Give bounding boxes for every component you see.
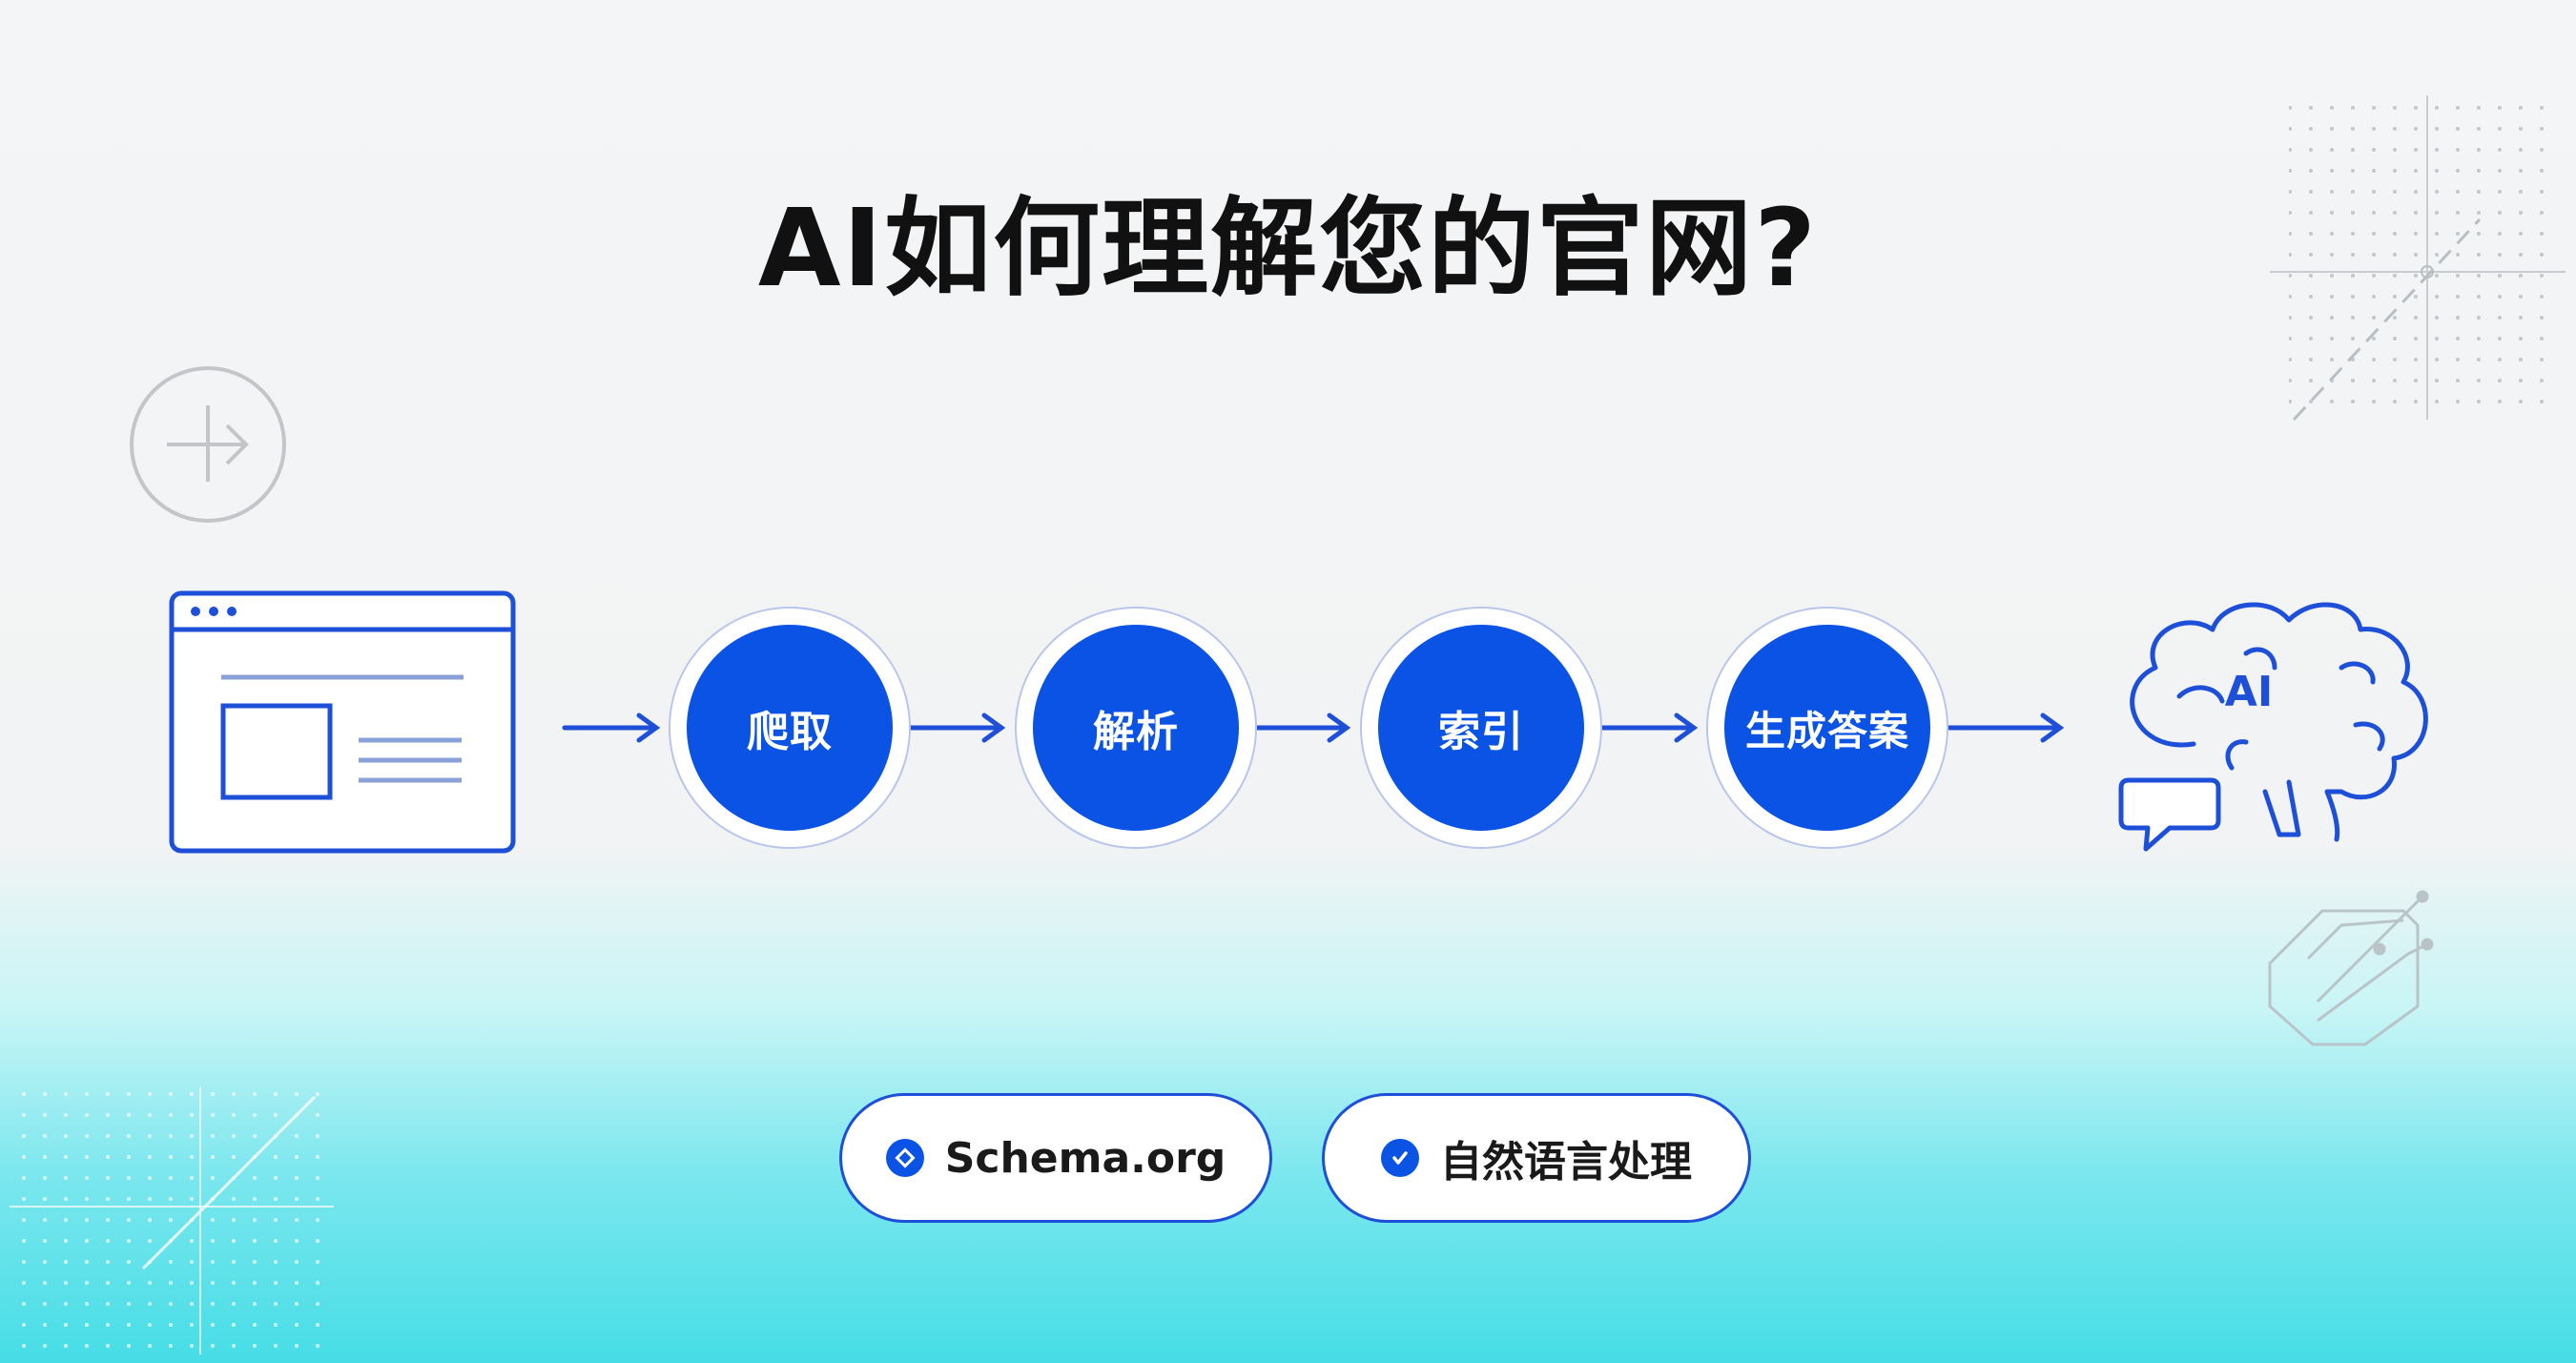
check-icon (1381, 1139, 1419, 1177)
dot-grid-bottom-left (10, 1087, 334, 1354)
tag-label: 自然语言处理 (1440, 1138, 1692, 1187)
diamond-link-icon (885, 1139, 924, 1177)
circuit-hexagon-icon (2268, 890, 2434, 1046)
step-label: 索引 (1378, 625, 1584, 831)
arrow-circle-icon (130, 366, 286, 523)
tag-nlp: 自然语言处理 (1322, 1093, 1751, 1223)
step-index: 索引 (1362, 609, 1600, 847)
ai-badge: AI (2224, 668, 2274, 716)
chat-bubble-icon (2118, 777, 2221, 852)
tag-schema-org: Schema.org (839, 1093, 1272, 1223)
page-title: AI如何理解您的官网? (757, 187, 1819, 311)
step-crawl: 爬取 (670, 609, 909, 847)
tag-label: Schema.org (944, 1133, 1226, 1183)
flow-arrows (562, 712, 2065, 743)
step-parse: 解析 (1017, 609, 1255, 847)
browser-window-icon (169, 590, 516, 854)
step-label: 生成答案 (1724, 625, 1930, 831)
step-label: 爬取 (687, 625, 893, 831)
step-label: 解析 (1033, 625, 1239, 831)
dot-grid-top-right (2270, 95, 2566, 422)
ai-brain-icon (2130, 602, 2428, 842)
step-generate-answer: 生成答案 (1708, 609, 1947, 847)
